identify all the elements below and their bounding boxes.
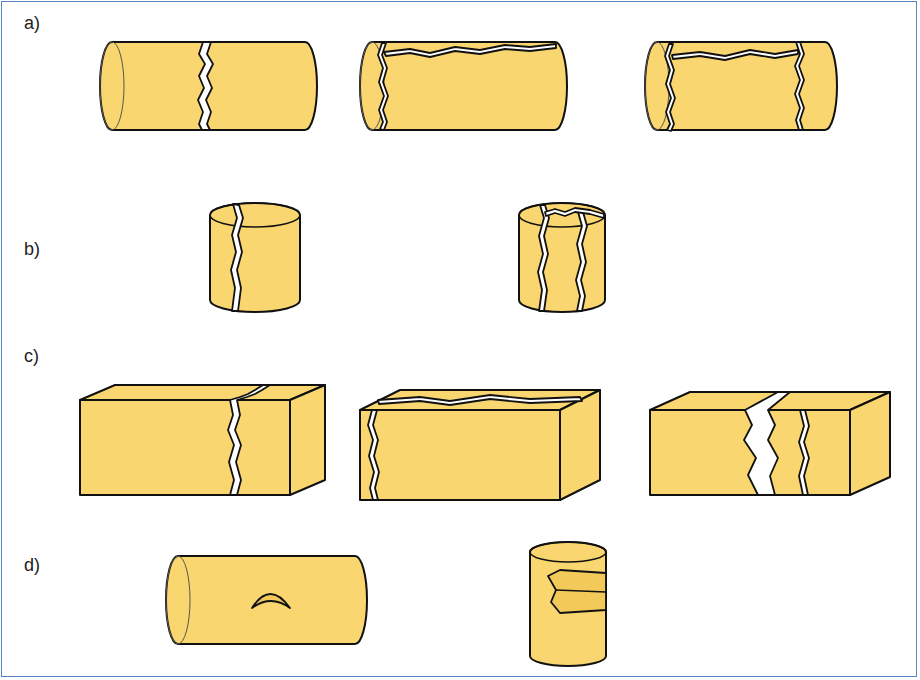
block-transverse-fracture [80, 385, 325, 495]
panel-letter: d) [24, 556, 40, 576]
cylinder-transverse-fracture [100, 42, 317, 130]
cylinder-surface-spall [166, 556, 367, 644]
block-multiple-fracture [650, 392, 890, 495]
panel-letter: b) [24, 240, 40, 260]
short-cylinder-multiple-split [519, 203, 605, 312]
short-cylinder-side-spall [530, 542, 606, 666]
short-cylinder-axial-split [210, 203, 300, 312]
cylinder-combined-fracture [645, 42, 837, 131]
cylinder-longitudinal-fracture [360, 42, 567, 130]
panel-letter: c) [24, 347, 39, 367]
block-longitudinal-fracture [360, 390, 600, 500]
panel-letter: a) [24, 14, 40, 34]
